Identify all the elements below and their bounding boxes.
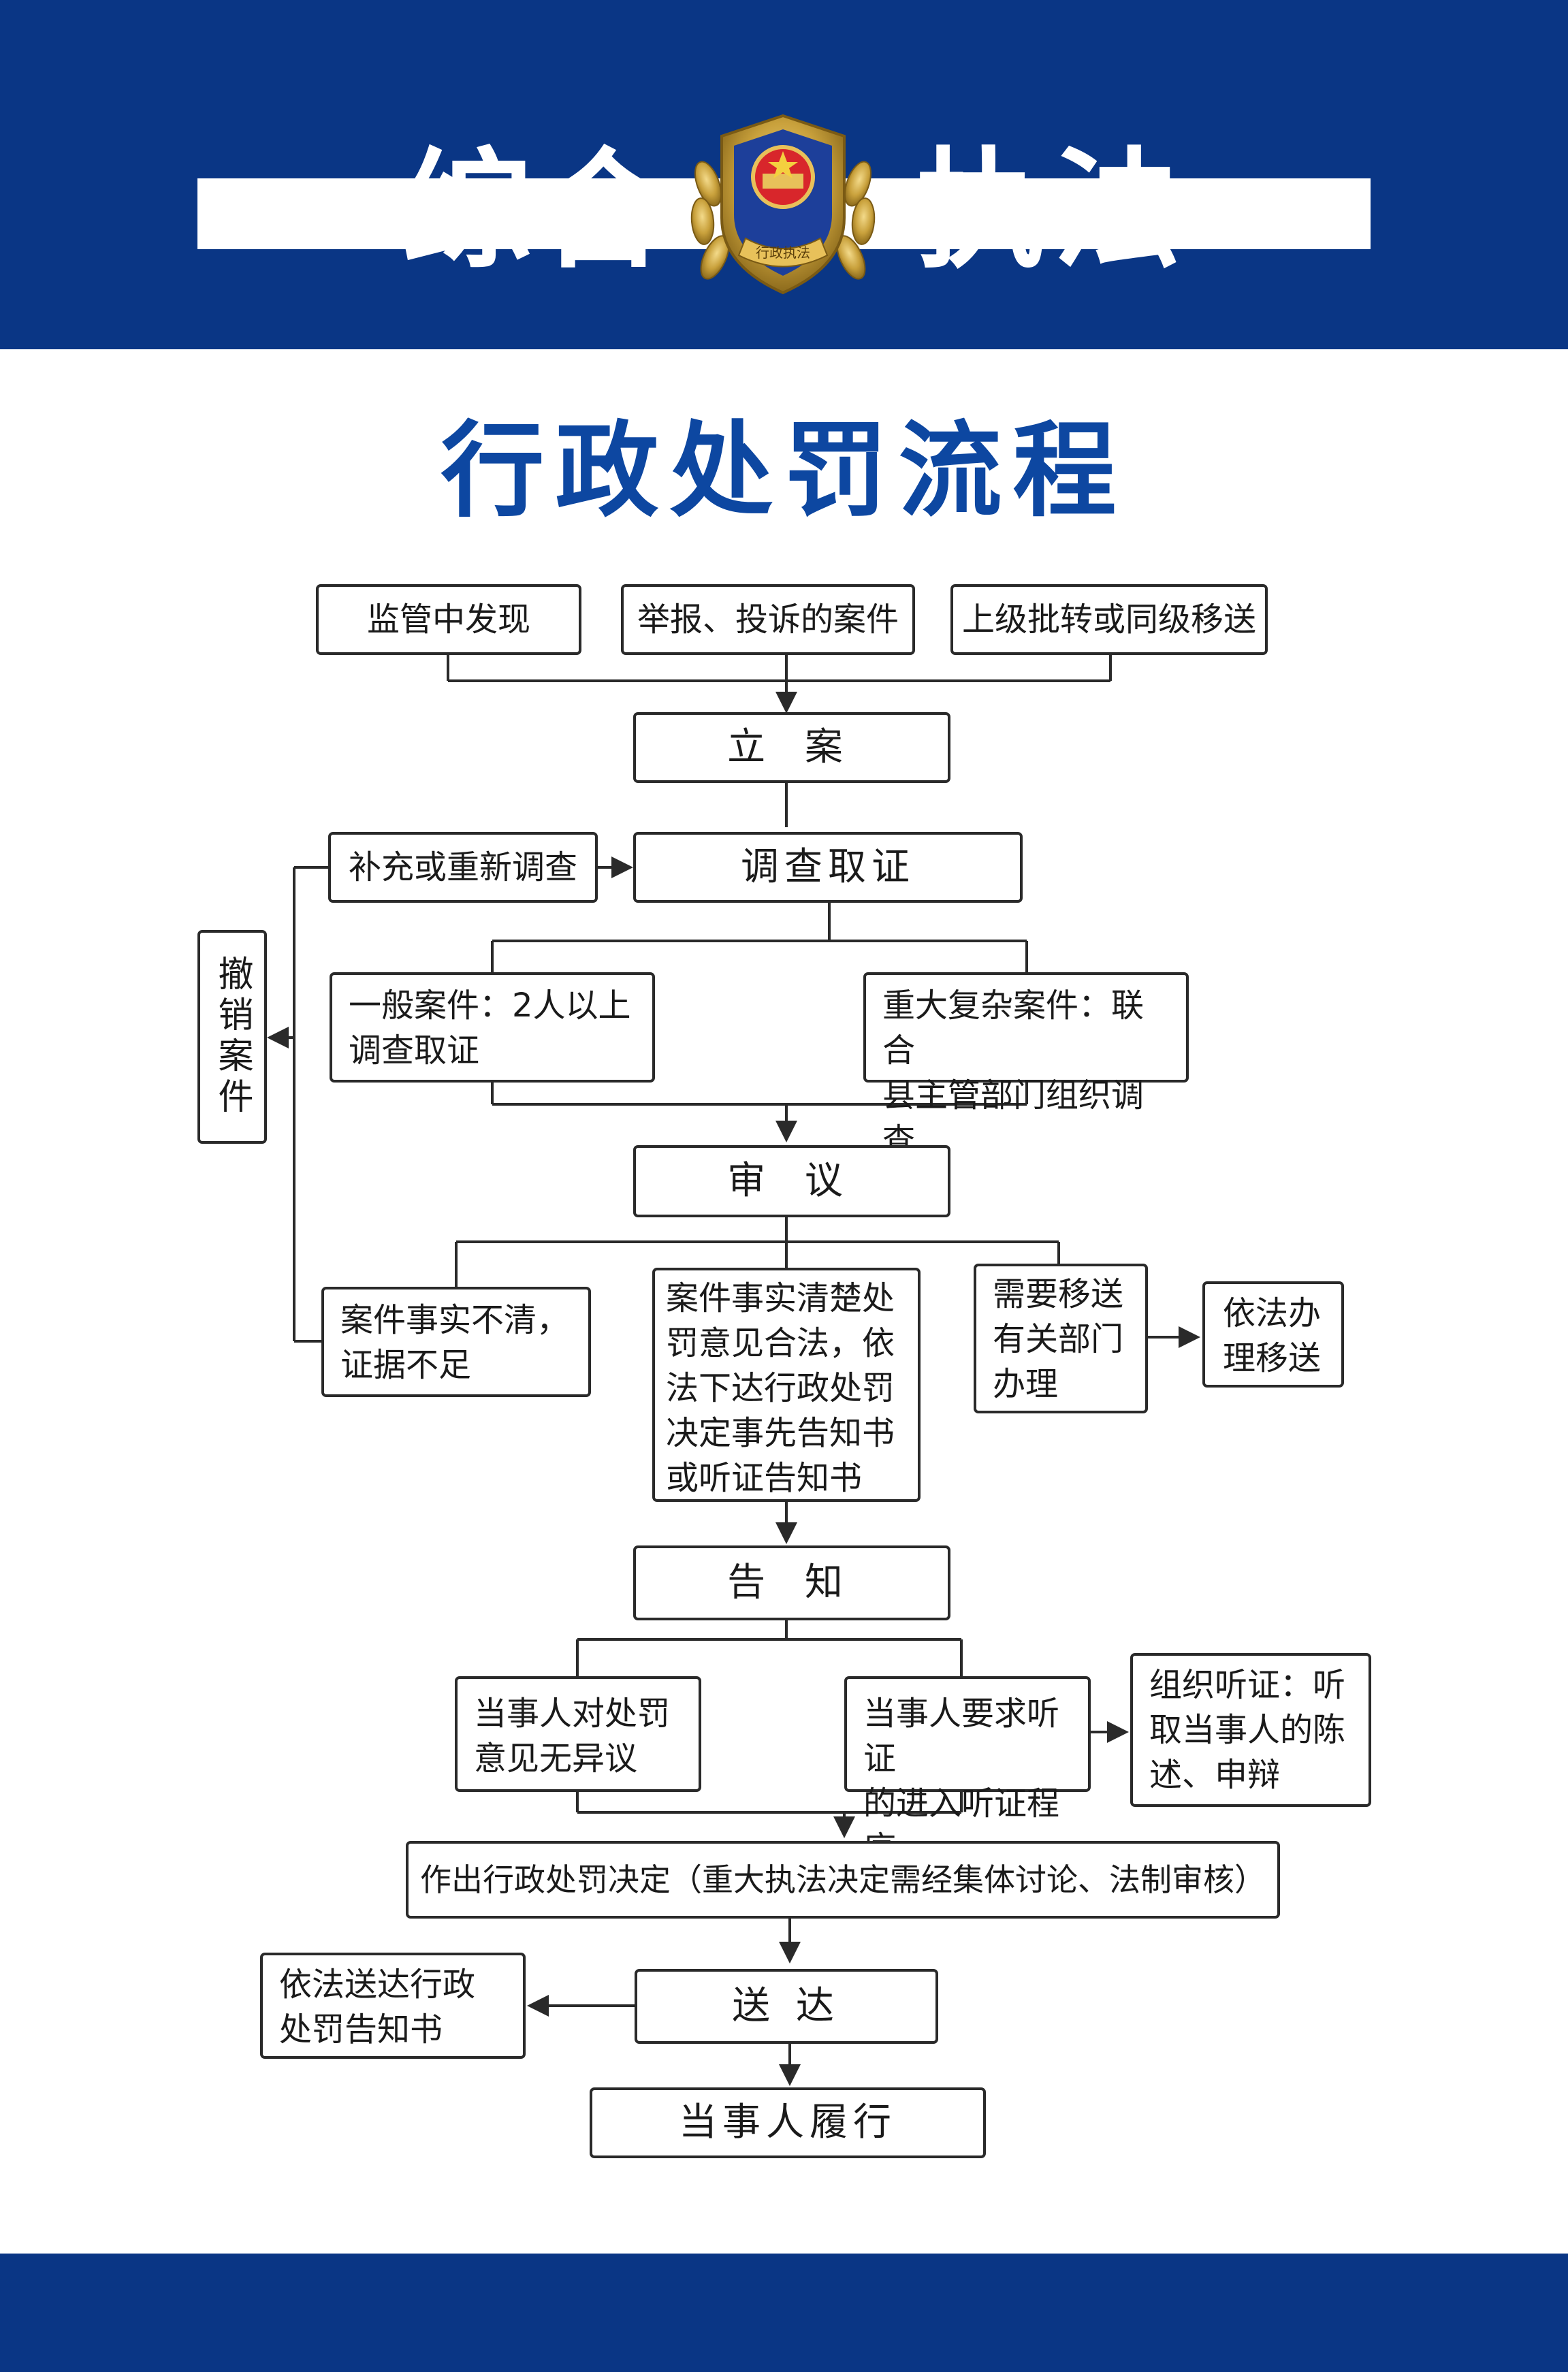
branch-hearing: 组织听证：听取当事人的陈述、申辩 (1130, 1653, 1371, 1807)
step-supplement: 补充或重新调查 (328, 832, 598, 903)
step-serve: 送 达 (635, 1969, 938, 2044)
header-left-tab (0, 178, 197, 249)
chevron-left-icon (1225, 185, 1364, 242)
outcome-transfer: 需要移送有关部门办理 (974, 1264, 1148, 1413)
header-title-right: 执法 (916, 135, 1189, 286)
source-supervision: 监管中发现 (316, 584, 581, 655)
step-filing: 立 案 (633, 712, 950, 783)
chevron-right-icon (204, 185, 343, 242)
law-enforcement-emblem-icon: 行政执法 (690, 114, 876, 295)
header-title-left: 综合 (402, 135, 675, 286)
emblem-text: 行政执法 (756, 244, 810, 261)
step-investigate: 调查取证 (633, 832, 1023, 903)
chevron-icon-group (204, 185, 1364, 242)
page-title: 行政处罚流程 (441, 411, 1127, 531)
source-transfer: 上级批转或同级移送 (950, 584, 1268, 655)
outcome-unclear: 案件事实不清，证据不足 (321, 1287, 591, 1397)
step-revoke: 撤销案件 (197, 930, 267, 1144)
outcome-clear: 案件事实清楚处罚意见合法，依法下达行政处罚决定事先告知书或听证告知书 (652, 1268, 921, 1502)
source-complaint: 举报、投诉的案件 (621, 584, 915, 655)
serve-note: 依法送达行政处罚告知书 (260, 1953, 526, 2059)
branch-no-objection: 当事人对处罚意见无异议 (455, 1676, 701, 1792)
case-major: 重大复杂案件：联合县主管部门组织调查 (863, 972, 1189, 1159)
branch-hearing-request: 当事人要求听证的进入听证程序 (844, 1676, 1091, 1868)
step-notify: 告 知 (633, 1545, 950, 1620)
transfer-result: 依法办理移送 (1202, 1281, 1344, 1388)
footer-banner (0, 2254, 1568, 2372)
case-general: 一般案件：2人以上调查取证 (330, 972, 655, 1083)
header-right-tab (1371, 178, 1568, 249)
step-review: 审 议 (633, 1145, 950, 1217)
step-decision: 作出行政处罚决定（重大执法决定需经集体讨论、法制审核） (406, 1841, 1280, 1919)
step-perform: 当事人履行 (590, 2087, 986, 2158)
